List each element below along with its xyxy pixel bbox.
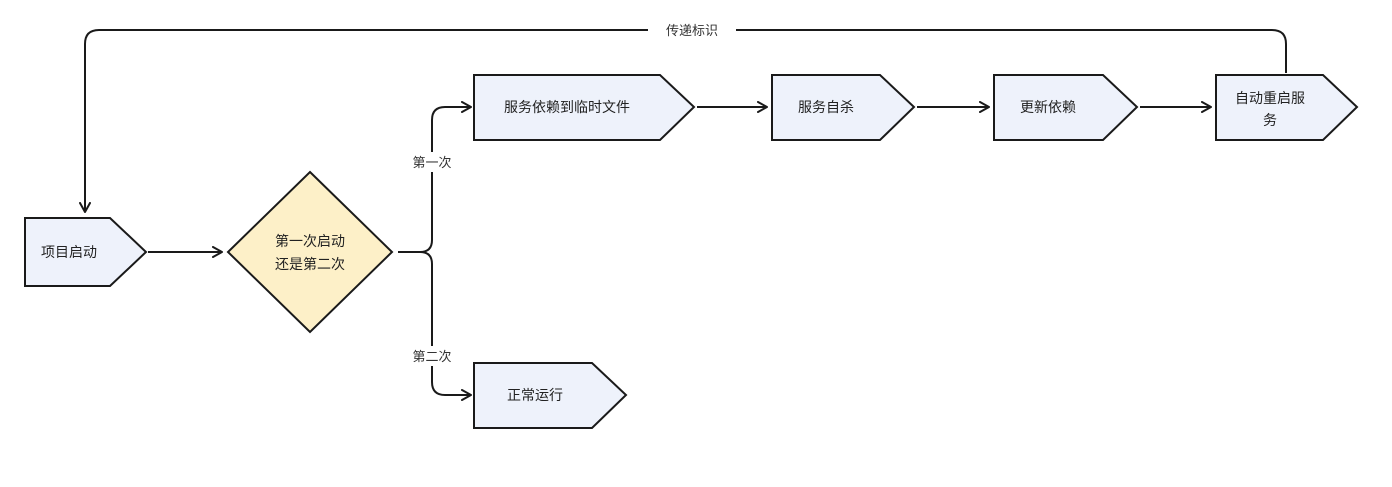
node-start-label: 项目启动 — [41, 245, 97, 261]
node-restart[interactable]: 自动重启服 务 — [1215, 74, 1359, 141]
label-bg-second — [404, 346, 460, 366]
edge-first-branch — [419, 101, 472, 253]
node-normal-run-label: 正常运行 — [507, 388, 563, 404]
edge-labels: 传递标识 第一次 第二次 — [404, 20, 736, 366]
node-restart-line2: 务 — [1263, 113, 1277, 129]
node-restart-line1: 自动重启服 — [1235, 91, 1305, 107]
label-pass-flag: 传递标识 — [666, 24, 718, 39]
label-bg-first — [404, 152, 460, 172]
node-start[interactable]: 项目启动 — [24, 217, 148, 287]
node-self-kill-label: 服务自杀 — [798, 100, 854, 116]
node-dump-deps-label: 服务依赖到临时文件 — [504, 100, 630, 116]
node-normal-run[interactable]: 正常运行 — [473, 362, 628, 429]
node-update-deps-label: 更新依赖 — [1020, 100, 1076, 116]
label-second-time: 第二次 — [412, 349, 451, 365]
node-decision[interactable]: 第一次启动 还是第二次 — [226, 170, 394, 334]
nodes: 项目启动 第一次启动 还是第二次 服务依赖到临时文件 服务自杀 更新依赖 自动重… — [24, 74, 1359, 429]
node-update-deps[interactable]: 更新依赖 — [993, 74, 1139, 141]
node-decision-line1: 第一次启动 — [275, 233, 345, 250]
label-bg-pass-flag — [648, 20, 736, 40]
edge-second-branch — [419, 251, 472, 401]
node-self-kill[interactable]: 服务自杀 — [771, 74, 916, 141]
label-first-time: 第一次 — [412, 155, 451, 171]
node-dump-deps[interactable]: 服务依赖到临时文件 — [473, 74, 696, 141]
node-decision-line2: 还是第二次 — [275, 256, 345, 273]
